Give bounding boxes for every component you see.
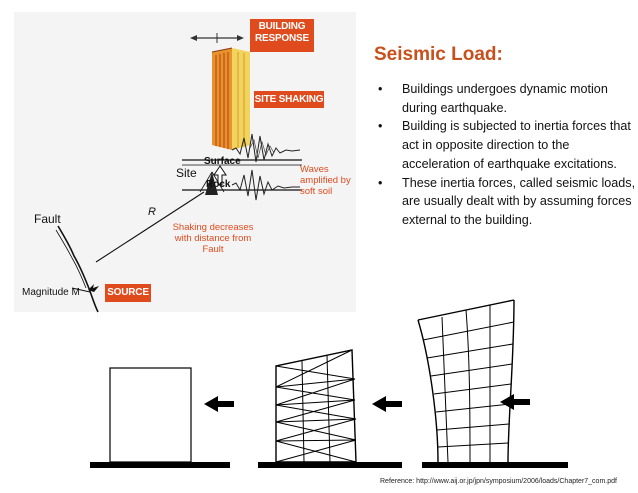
building-illustration (211, 47, 250, 150)
bullet-item: • Building is subjected to inertia force… (374, 117, 636, 173)
bullet-dot: • (378, 82, 383, 96)
bullet-text: Building is subjected to inertia forces … (402, 119, 631, 171)
braced-frame-building (275, 349, 357, 463)
bullet-dot: • (378, 119, 383, 134)
shaking-note: Shaking decreases with distance from Fau… (165, 222, 261, 255)
fault-line (57, 225, 99, 313)
rock-label: Rock (206, 179, 231, 190)
reference-footnote: Reference: http://www.aij.or.jp/jpn/symp… (380, 478, 617, 485)
bullet-item: • Buildings undergoes dynamic motion dur… (374, 80, 636, 117)
force-arrow-1 (204, 396, 234, 412)
source-marker (88, 284, 99, 292)
site-shaking-box: SITE SHAKING (254, 91, 324, 108)
fault-label: Fault (34, 212, 61, 226)
waves-note-line-1: Waves (300, 164, 329, 175)
force-arrow-2 (372, 396, 402, 412)
force-arrow-3 (500, 394, 530, 410)
up-arrow (213, 165, 227, 186)
shaking-note-line-2: with distance from (174, 233, 252, 244)
site-label: Site (176, 166, 197, 180)
bullet-dot: • (378, 175, 383, 190)
shaking-note-line-3: Fault (202, 244, 224, 255)
rock-wave (231, 169, 300, 201)
shaking-note-line-1: Shaking decreases (172, 222, 254, 233)
magnitude-label: Magnitude M (22, 287, 80, 298)
rigid-building (109, 367, 192, 463)
r-label: R (148, 206, 156, 218)
ground-bar-1 (90, 462, 230, 468)
waves-note-line-2: amplified by (300, 175, 351, 186)
ray-path (95, 191, 205, 263)
building-response-line-1: BUILDING (258, 21, 306, 32)
source-box: SOURCE (105, 284, 151, 302)
building-response-box: BUILDING RESPONSE (250, 19, 314, 52)
rock-wedge (205, 172, 218, 195)
slide-title: Seismic Load: (374, 44, 503, 65)
ground-bar-2 (258, 462, 402, 468)
surface-wave (231, 133, 301, 163)
bullet-list: • Buildings undergoes dynamic motion dur… (374, 80, 636, 230)
bullet-item: • These inertia forces, called seismic l… (374, 174, 636, 230)
waves-note-line-3: soft soil (300, 186, 333, 197)
bullet-text: Buildings undergoes dynamic motion durin… (402, 82, 608, 115)
building-response-line-2: RESPONSE (255, 33, 309, 44)
flexible-frame-building (417, 299, 515, 463)
seismic-diagram-background (14, 12, 356, 312)
ground-bar-3 (422, 462, 568, 468)
bullet-text: These inertia forces, called seismic loa… (402, 175, 636, 227)
surface-label: Surface (204, 156, 241, 167)
waves-note: Waves amplified by soft soil (300, 164, 360, 197)
